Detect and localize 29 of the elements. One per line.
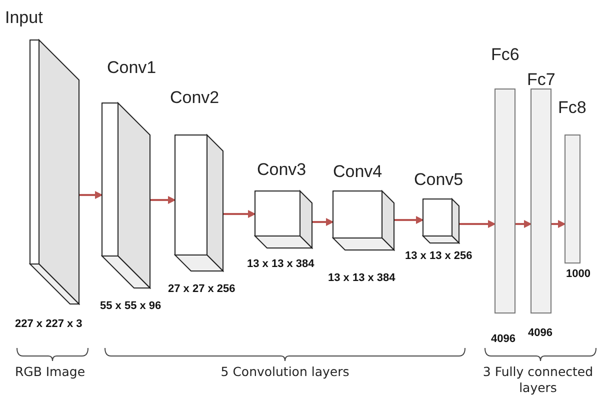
dimension-label: 13 x 13 x 384 xyxy=(247,258,314,271)
arrow xyxy=(515,220,532,228)
layer-title: Conv2 xyxy=(170,88,220,108)
dimension-label: 13 x 13 x 256 xyxy=(405,250,472,263)
group-label: RGB Image xyxy=(14,364,86,380)
group-label: 3 Fully connected layers xyxy=(482,364,594,396)
dimension-label: 227 x 227 x 3 xyxy=(15,318,82,331)
dimension-label: 13 x 13 x 384 xyxy=(328,272,396,285)
layer-title: Fc6 xyxy=(491,45,520,65)
dimension-label: 4096 xyxy=(491,333,516,346)
layer-title: Fc7 xyxy=(527,70,556,90)
group-label: 5 Convolution layers xyxy=(220,364,350,380)
arrow xyxy=(79,191,103,199)
arrow xyxy=(312,218,334,226)
dimension-label: 55 x 55 x 96 xyxy=(100,300,162,313)
layer-title: Fc8 xyxy=(558,98,586,118)
arrow xyxy=(551,220,566,228)
layer-title: Conv5 xyxy=(414,170,464,190)
arrow xyxy=(394,216,424,224)
layer-title: Input xyxy=(5,8,43,28)
layer-title: Conv3 xyxy=(257,160,306,180)
arrow xyxy=(223,210,256,218)
dimension-label: 4096 xyxy=(528,327,552,340)
layer-title: Conv4 xyxy=(333,162,382,182)
arrow xyxy=(459,220,496,228)
arrow xyxy=(150,196,176,204)
dimension-label: 1000 xyxy=(566,268,590,281)
layer-title: Conv1 xyxy=(107,58,156,78)
dimension-label: 27 x 27 x 256 xyxy=(168,283,236,296)
